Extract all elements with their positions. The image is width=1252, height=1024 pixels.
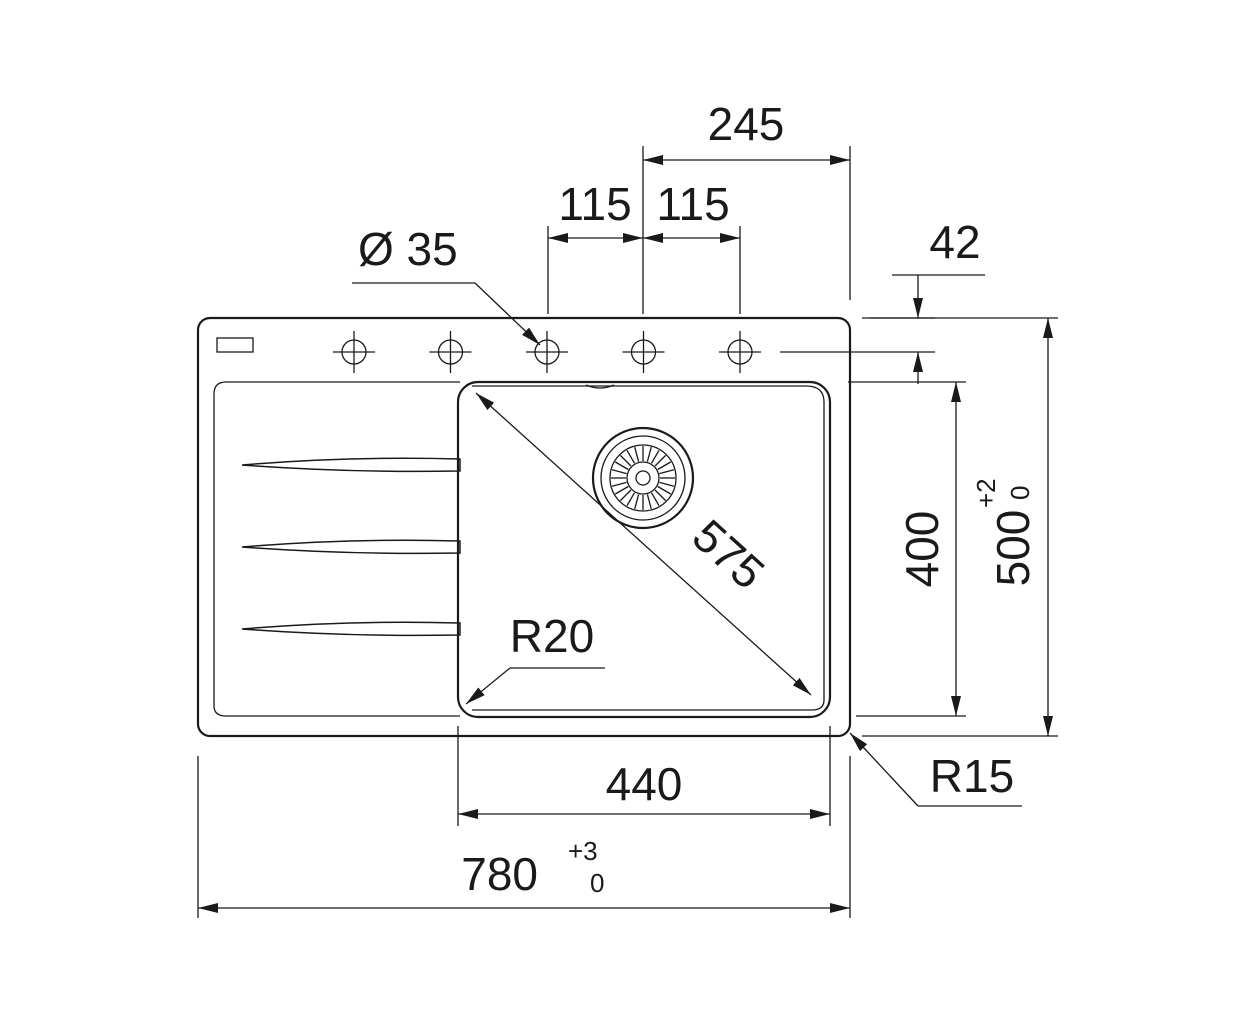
tap-hole-icon	[526, 331, 568, 373]
bowl-outline	[456, 380, 832, 719]
label-400: 400	[896, 511, 948, 588]
drainer-groove	[241, 539, 461, 555]
dimension-245: 245	[642, 98, 851, 314]
tap-hole-icon	[622, 331, 665, 373]
bowl	[456, 380, 832, 719]
label-780-tol-lower: 0	[590, 868, 604, 898]
tap-hole-icon	[333, 331, 375, 373]
label-r20: R20	[510, 610, 594, 662]
dimension-500: 500 +2 0	[862, 317, 1058, 737]
dimension-42: 42	[780, 216, 985, 384]
label-575: 575	[683, 509, 775, 599]
label-115-right: 115	[656, 178, 729, 230]
label-245: 245	[708, 98, 785, 150]
label-42: 42	[929, 216, 980, 268]
dimension-440: 440	[457, 726, 831, 826]
drainer-groove	[241, 621, 461, 637]
bowl-inner-line	[472, 385, 825, 711]
dimension-r20: R20	[465, 610, 605, 705]
waste-strainer-icon	[591, 426, 695, 530]
sink-body	[196, 316, 852, 738]
dimension-hole-diameter: Ø 35	[352, 223, 541, 346]
overflow-slot	[585, 384, 615, 389]
label-r15: R15	[930, 750, 1014, 802]
brand-plate	[216, 337, 254, 353]
label-500: 500	[987, 510, 1039, 587]
dimension-r15: R15	[849, 732, 1022, 807]
tap-holes	[333, 331, 761, 373]
dimension-780: 780 +3 0	[197, 756, 851, 918]
drainer-area	[213, 381, 461, 717]
label-500-tol-upper: +2	[971, 478, 1001, 508]
label-780: 780	[461, 848, 538, 900]
label-440: 440	[606, 758, 683, 810]
dimension-400: 400	[848, 381, 966, 717]
drainer-outline	[213, 381, 460, 717]
label-500-tol-lower: 0	[1005, 486, 1035, 500]
label-115-left: 115	[558, 178, 631, 230]
tap-hole-icon	[719, 331, 761, 373]
label-780-tol-upper: +3	[568, 836, 598, 866]
sink-outline	[196, 316, 852, 738]
tap-hole-icon	[429, 331, 472, 373]
drainer-groove	[241, 457, 461, 473]
label-hole-diameter: Ø 35	[358, 223, 458, 275]
dimension-115-pair: 115 115	[547, 178, 741, 314]
